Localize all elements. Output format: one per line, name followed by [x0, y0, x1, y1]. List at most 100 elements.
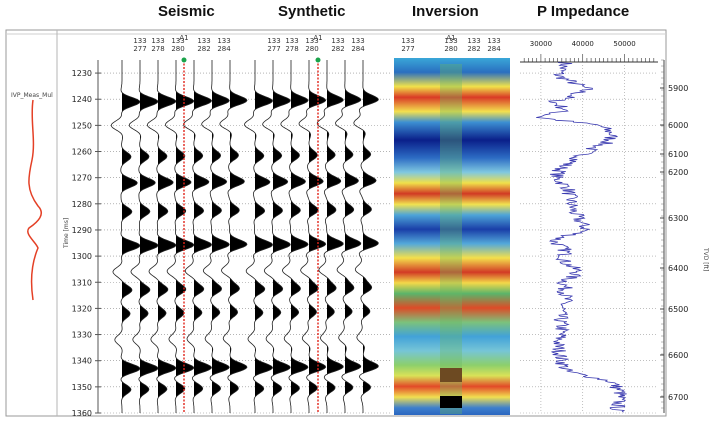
inversion-header-top: 133 — [401, 37, 414, 45]
seismic-trace-fill — [122, 60, 140, 400]
time-tick-label: 1260 — [72, 148, 92, 157]
impedance-tick-label: 50000 — [613, 40, 635, 48]
synthetic-trace-fill — [363, 60, 379, 415]
tvd-tick-label: 6400 — [668, 264, 688, 273]
time-tick-label: 1300 — [72, 252, 92, 261]
tvd-tick-label: 6500 — [668, 305, 688, 314]
synthetic-title: Synthetic — [278, 3, 346, 20]
seismic-trace — [110, 60, 141, 413]
tvd-tick-label: 6300 — [668, 214, 688, 223]
time-tick-label: 1340 — [72, 357, 92, 366]
seismic-title: Seismic — [158, 3, 215, 20]
time-tick-label: 1230 — [72, 69, 92, 78]
wavelet-label: IVP_Meas_Mul — [11, 92, 53, 99]
synthetic-well-marker — [315, 57, 321, 63]
impedance-tick-label: 30000 — [530, 40, 552, 48]
synthetic-header-top: 133 — [351, 37, 364, 45]
synthetic-trace — [244, 60, 273, 413]
synthetic-header-bottom: 280 — [305, 45, 318, 53]
inversion-black-marker — [440, 396, 462, 408]
inversion-brown-marker — [440, 368, 462, 382]
seismic-trace — [219, 60, 248, 413]
seismic-header-top: 133 — [171, 37, 184, 45]
tvd-tick-label: 6600 — [668, 351, 688, 360]
wavelet-curve — [27, 99, 42, 301]
tvd-tick-label: 6700 — [668, 393, 688, 402]
inversion-panel — [394, 58, 510, 415]
seismic-trace-fill — [140, 60, 158, 399]
inversion-header-top: 133 — [487, 37, 500, 45]
inversion-well-strip — [440, 64, 462, 414]
seismic-header-top: 133 — [217, 37, 230, 45]
synthetic-trace — [280, 60, 309, 413]
time-tick-label: 1320 — [72, 304, 92, 313]
seismic-trace — [165, 60, 195, 413]
synthetic-trace-fill — [255, 60, 273, 398]
time-tick-label: 1350 — [72, 383, 92, 392]
inversion-well-name: A1 — [446, 34, 455, 42]
seismic-header-bottom: 278 — [151, 45, 164, 53]
seismic-well-marker — [181, 57, 187, 63]
seismic-trace — [201, 60, 230, 413]
inversion-header-bottom: 277 — [401, 45, 414, 53]
inversion-well-column — [436, 58, 466, 415]
tvd-tick-label: 6100 — [668, 150, 688, 159]
time-tick-label: 1270 — [72, 174, 92, 183]
synthetic-header-top: 133 — [285, 37, 298, 45]
synthetic-trace — [353, 60, 379, 413]
impedance-title: P Impedance — [537, 3, 630, 20]
synthetic-trace-fill — [327, 60, 344, 396]
time-tick-label: 1310 — [72, 278, 92, 287]
time-axis-label: Time [ms] — [63, 218, 70, 249]
time-tick-label: 1290 — [72, 226, 92, 235]
seismic-header-top: 133 — [151, 37, 164, 45]
synthetic-header-bottom: 278 — [285, 45, 298, 53]
tvd-tick-label: 6000 — [668, 121, 688, 130]
time-tick-label: 1280 — [72, 200, 92, 209]
seismic-trace-fill — [158, 60, 176, 399]
inversion-header-top: 133 — [444, 37, 457, 45]
time-tick-label: 1330 — [72, 331, 92, 340]
impedance-log-curve — [536, 62, 627, 413]
seismic-header-top: 133 — [133, 37, 146, 45]
synthetic-trace-fill — [345, 60, 361, 395]
seismic-header-bottom: 277 — [133, 45, 146, 53]
tvd-axis-label: TVD [ft] — [702, 247, 709, 271]
synthetic-trace-fill — [309, 60, 326, 396]
seismic-header-bottom: 284 — [217, 45, 231, 53]
synthetic-header-top: 133 — [305, 37, 318, 45]
synthetic-trace-fill — [291, 60, 309, 398]
synthetic-header-bottom: 284 — [351, 45, 365, 53]
synthetic-trace — [335, 60, 362, 413]
synthetic-panel — [244, 57, 379, 415]
seismic-trace-fill — [212, 60, 230, 398]
synthetic-well-name: A1 — [313, 34, 322, 42]
seismic-trace — [183, 60, 212, 413]
seismic-trace — [128, 60, 159, 413]
synthetic-trace — [262, 60, 291, 413]
seismic-well-name: A1 — [179, 34, 188, 42]
seismic-trace-fill — [176, 60, 194, 399]
inversion-header-bottom: 280 — [444, 45, 457, 53]
tvd-tick-label: 6200 — [668, 168, 688, 177]
time-tick-label: 1240 — [72, 95, 92, 104]
tvd-tick-label: 5900 — [668, 84, 688, 93]
outer-frame — [5, 29, 667, 417]
synthetic-header-top: 133 — [331, 37, 344, 45]
synthetic-trace — [316, 60, 344, 413]
synthetic-trace-fill — [273, 60, 291, 398]
time-tick-label: 1250 — [72, 121, 92, 130]
seismic-trace — [146, 60, 177, 413]
inversion-header-bottom: 282 — [467, 45, 480, 53]
seismic-trace-fill — [230, 60, 247, 396]
inversion-header-bottom: 284 — [487, 45, 501, 53]
seismic-header-top: 133 — [197, 37, 210, 45]
inversion-title: Inversion — [412, 3, 479, 20]
seismic-header-bottom: 282 — [197, 45, 210, 53]
synthetic-header-bottom: 282 — [331, 45, 344, 53]
seismic-header-bottom: 280 — [171, 45, 184, 53]
seismic-trace-fill — [194, 60, 212, 398]
